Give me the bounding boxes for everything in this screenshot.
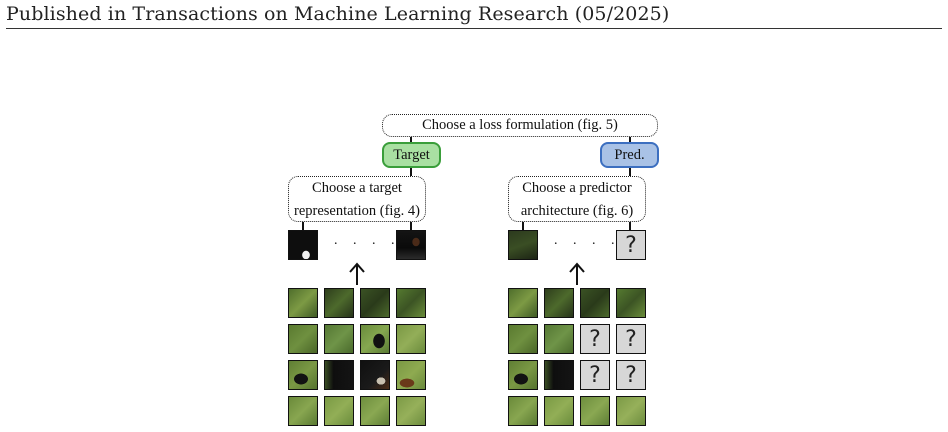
- predictor-token-dots: . . . .: [554, 233, 621, 248]
- image-patch: [360, 360, 390, 390]
- pred-pill-label: Pred.: [614, 147, 645, 163]
- image-patch: [580, 288, 610, 318]
- image-patch: [544, 396, 574, 426]
- image-patch: [396, 324, 426, 354]
- target-pill-label: Target: [393, 147, 430, 163]
- question-mark: ?: [625, 363, 637, 388]
- question-mark: ?: [589, 363, 601, 388]
- image-patch: [324, 288, 354, 318]
- image-patch: [544, 324, 574, 354]
- connector-pred-box: [629, 168, 631, 177]
- image-patch: [508, 324, 538, 354]
- image-patch: [324, 396, 354, 426]
- up-arrow-icon: [349, 262, 365, 285]
- connector-target-left: [302, 222, 304, 230]
- pred-pill: Pred.: [600, 142, 659, 168]
- image-patch: [616, 396, 646, 426]
- image-patch: [580, 396, 610, 426]
- loss-formulation-label: Choose a loss formulation (fig. 5): [422, 117, 618, 133]
- predictor-token-first: [508, 230, 538, 260]
- image-patch: [616, 288, 646, 318]
- image-patch: [396, 360, 426, 390]
- masked-patch: ?: [616, 324, 646, 354]
- image-patch: [508, 360, 538, 390]
- masked-patch: ?: [580, 360, 610, 390]
- image-patch: [360, 288, 390, 318]
- connector-loss-pred: [629, 137, 631, 143]
- connector-pred-right: [629, 222, 631, 230]
- header-rule: [6, 28, 942, 29]
- target-box-line2: representation (fig. 4): [293, 203, 421, 219]
- image-patch: [288, 360, 318, 390]
- image-patch: [508, 396, 538, 426]
- target-token-dots: . . . .: [334, 233, 401, 248]
- target-token-last: [396, 230, 426, 260]
- target-box-line1: Choose a target: [312, 180, 402, 196]
- image-patch: [396, 396, 426, 426]
- predicted-token-unknown: ?: [616, 230, 646, 260]
- connector-target-box: [410, 168, 412, 177]
- masked-patch: ?: [616, 360, 646, 390]
- image-patch: [544, 288, 574, 318]
- question-mark: ?: [589, 327, 601, 352]
- question-mark: ?: [625, 233, 637, 258]
- image-patch: [288, 324, 318, 354]
- target-token-first: [288, 230, 318, 260]
- predictor-box-line1: Choose a predictor: [522, 180, 632, 196]
- up-arrow-icon: [569, 262, 585, 285]
- question-mark: ?: [625, 327, 637, 352]
- image-patch: [360, 396, 390, 426]
- masked-patch: ?: [580, 324, 610, 354]
- connector-loss-target: [410, 137, 412, 143]
- connector-target-right: [410, 222, 412, 230]
- page-header: Published in Transactions on Machine Lea…: [6, 3, 670, 25]
- image-patch: [324, 324, 354, 354]
- loss-formulation-box: Choose a loss formulation (fig. 5): [382, 114, 658, 137]
- predictor-architecture-box: Choose a predictor architecture (fig. 6): [508, 176, 646, 222]
- image-patch: [324, 360, 354, 390]
- image-patch: [288, 396, 318, 426]
- target-representation-box: Choose a target representation (fig. 4): [288, 176, 426, 222]
- image-patch: [508, 288, 538, 318]
- predictor-box-line2: architecture (fig. 6): [520, 203, 634, 219]
- image-patch: [396, 288, 426, 318]
- image-patch: [544, 360, 574, 390]
- image-patch: [288, 288, 318, 318]
- image-patch: [360, 324, 390, 354]
- connector-pred-left: [522, 222, 524, 230]
- target-pill: Target: [382, 142, 441, 168]
